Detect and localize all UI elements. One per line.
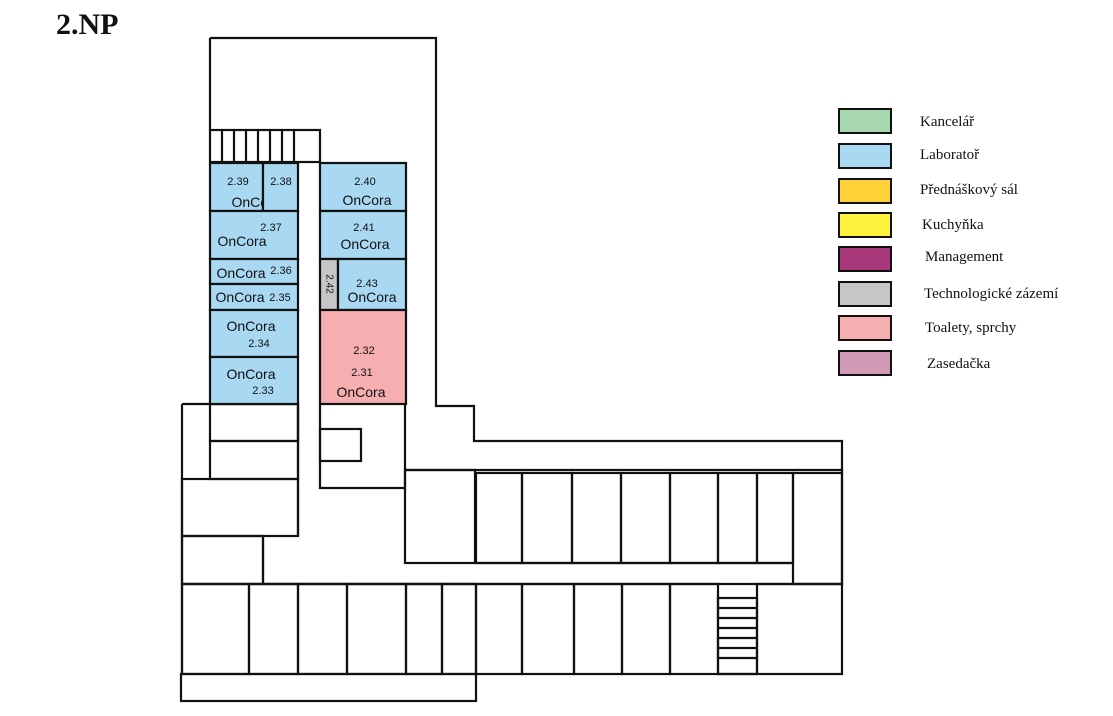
room-2-42: 2.42 <box>318 257 340 312</box>
room-tenant: OnCora <box>336 384 385 400</box>
room-number: 2.42 <box>323 274 334 294</box>
room-2-33: OnCora 2.33 <box>208 355 300 406</box>
legend-label: Kancelář <box>920 114 974 130</box>
room-tenant: OnCora <box>226 366 275 382</box>
legend-label: Toalety, sprchy <box>925 320 1017 336</box>
legend-item: Zasedačka <box>838 350 991 376</box>
legend-swatch <box>838 281 892 307</box>
legend-item: Kancelář <box>838 108 974 134</box>
room-number: 2.40 <box>354 176 375 188</box>
room-tenant: OnCora <box>217 233 266 249</box>
room-2-37: 2.37 OnCora <box>208 209 300 261</box>
legend: Kancelář Laboratoř Přednáškový sál Kuchy… <box>838 108 1058 376</box>
legend-swatch <box>838 143 892 169</box>
legend-swatch <box>838 350 892 376</box>
legend-label: Zasedačka <box>927 356 991 372</box>
legend-item: Toalety, sprchy <box>838 315 1017 341</box>
legend-label: Technologické zázemí <box>924 286 1058 302</box>
room-number: 2.33 <box>252 385 273 397</box>
room-tenant: OnCora <box>340 236 389 252</box>
room-2-40: 2.40 OnCora <box>318 161 408 213</box>
room-tenant: OnCora <box>226 318 275 334</box>
legend-item: Přednáškový sál <box>838 178 1018 204</box>
legend-label: Přednáškový sál <box>920 182 1018 198</box>
room-number: 2.34 <box>248 338 269 350</box>
room-2-38: 2.38 <box>261 161 300 213</box>
room-number: 2.37 <box>260 222 281 234</box>
room-number: 2.41 <box>353 222 374 234</box>
room-2-32-2-31: 2.32 2.31 OnCora <box>318 308 408 406</box>
room-number: 2.38 <box>270 176 291 188</box>
legend-swatch <box>838 315 892 341</box>
room-tenant: OnCora <box>342 192 391 208</box>
room-number: 2.35 <box>269 292 290 304</box>
room-number: 2.43 <box>356 278 377 290</box>
legend-swatch <box>838 246 892 272</box>
room-number: 2.36 <box>270 265 291 277</box>
legend-item: Laboratoř <box>838 143 979 169</box>
legend-swatch <box>838 178 892 204</box>
room-2-41: 2.41 OnCora <box>318 209 408 261</box>
room-tenant: OnCora <box>216 265 265 281</box>
room-number: 2.31 <box>351 367 372 379</box>
legend-swatch <box>838 212 892 238</box>
legend-swatch <box>838 108 892 134</box>
room-2-34: OnCora 2.34 <box>208 308 300 359</box>
legend-item: Management <box>838 246 1004 272</box>
legend-item: Kuchyňka <box>838 212 984 238</box>
room-number: 2.32 <box>353 345 374 357</box>
floor-title: 2.NP <box>56 8 119 41</box>
legend-item: Technologické zázemí <box>838 281 1058 307</box>
room-tenant: OnCora <box>347 289 396 305</box>
room-number: 2.39 <box>227 176 248 188</box>
legend-label: Kuchyňka <box>922 217 984 233</box>
room-2-43: 2.43 OnCora <box>336 257 408 312</box>
legend-label: Management <box>925 249 1004 265</box>
room-2-35: OnCora 2.35 <box>208 282 300 312</box>
room-2-36: OnCora 2.36 <box>208 257 300 286</box>
room-tenant: OnCora <box>215 289 264 305</box>
legend-label: Laboratoř <box>920 147 979 163</box>
